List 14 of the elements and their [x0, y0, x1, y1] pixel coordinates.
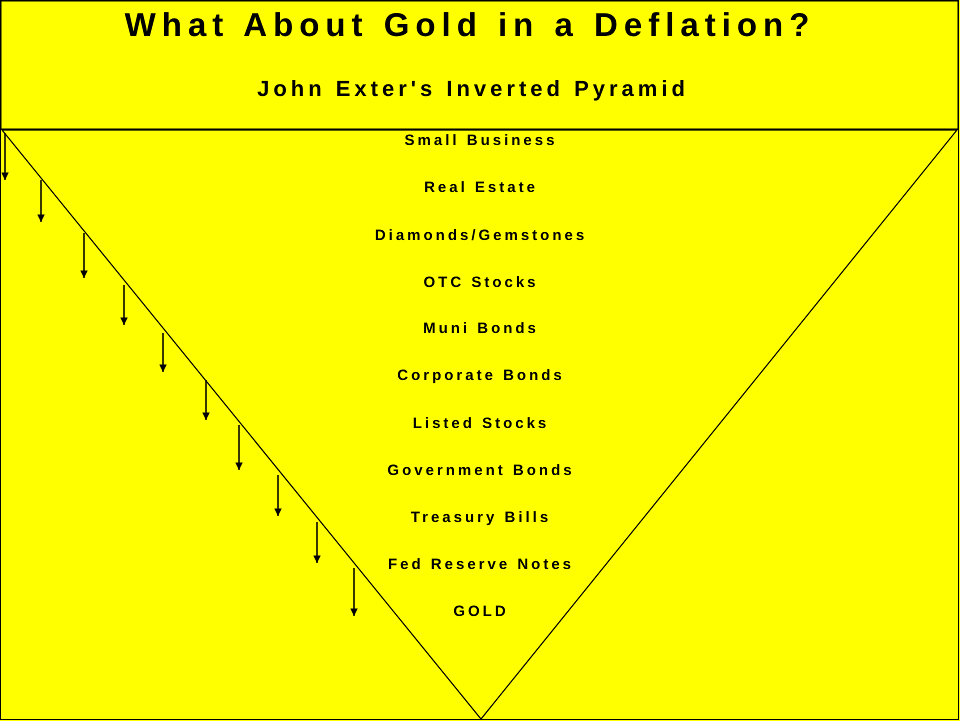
pyramid-tier-label: Corporate Bonds	[396, 367, 566, 384]
pyramid-tier-label: Fed Reserve Notes	[386, 556, 576, 573]
pyramid-tier-label: Listed Stocks	[412, 415, 550, 432]
pyramid-tier-label: Real Estate	[423, 179, 539, 196]
pyramid-tier-label: Muni Bonds	[422, 320, 540, 337]
pyramid-tier-label: Government Bonds	[386, 462, 576, 479]
pyramid-tier-label: Treasury Bills	[410, 509, 552, 526]
title: What About Gold in a Deflation?	[124, 6, 816, 44]
pyramid-tier-label: GOLD	[452, 603, 510, 620]
subtitle: John Exter's Inverted Pyramid	[256, 76, 690, 102]
pyramid-tier-label: Small Business	[404, 132, 558, 149]
inverted-pyramid	[2, 130, 957, 719]
pyramid-tier-label: OTC Stocks	[422, 274, 540, 291]
pyramid-tier-label: Diamonds/Gemstones	[374, 227, 588, 244]
